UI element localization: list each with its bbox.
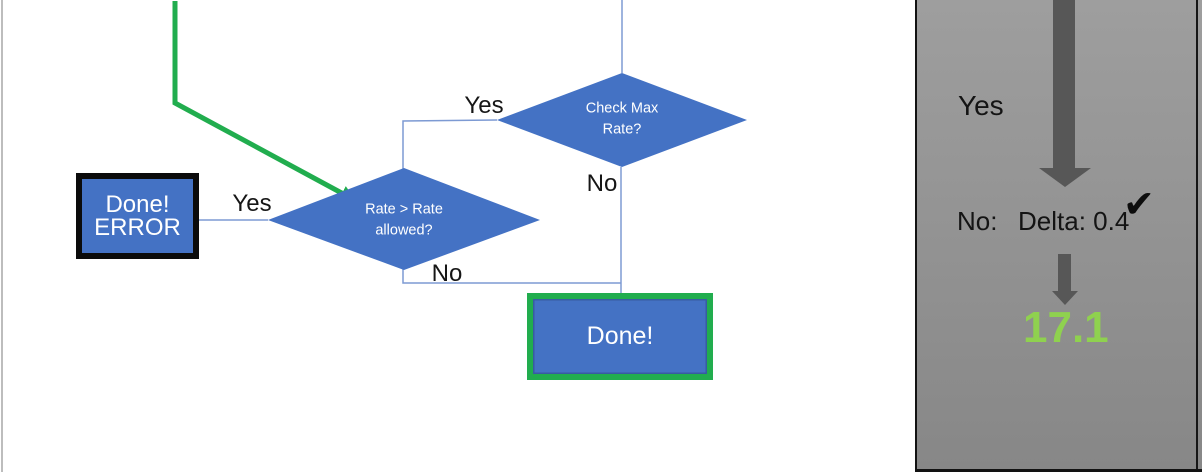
check-max-rate-diamond[interactable] [497, 73, 747, 167]
small-down-arrow-head [1052, 291, 1078, 305]
slide-left-edge-line [1, 0, 3, 472]
panel-delta-value: Delta: 0.4 [1018, 206, 1130, 236]
status-panel: Yes No: Delta: 0.4 ✔ 17.1 [915, 0, 1202, 472]
rate-allowed-yes-label: Yes [232, 190, 272, 217]
rate-allowed-diamond[interactable] [268, 168, 540, 270]
checkmark-icon: ✔ [1123, 184, 1155, 226]
rate-allowed-diamond-label: Rate > Rate allowed? [365, 201, 443, 238]
panel-right-border-line [1196, 0, 1198, 469]
panel-arrows-layer [1039, 0, 1091, 305]
big-down-arrow-head [1039, 168, 1091, 187]
green-path-arrow [172, 1, 357, 201]
rate-allowed-no-label: No [431, 260, 463, 287]
check-max-yes-label: Yes [464, 92, 504, 119]
check-max-rate-diamond-label: Check Max Rate? [585, 100, 659, 137]
done-success-box[interactable]: Done! [527, 293, 713, 380]
panel-no-label: No: [957, 206, 998, 236]
check-max-no-label: No [586, 170, 618, 197]
small-down-arrow-shaft [1058, 254, 1071, 291]
done-error-box[interactable]: Done! ERROR [76, 173, 199, 259]
panel-result-value: 17.1 [1023, 303, 1109, 352]
panel-yes-label: Yes [958, 90, 1004, 121]
big-down-arrow-shaft [1053, 0, 1075, 168]
